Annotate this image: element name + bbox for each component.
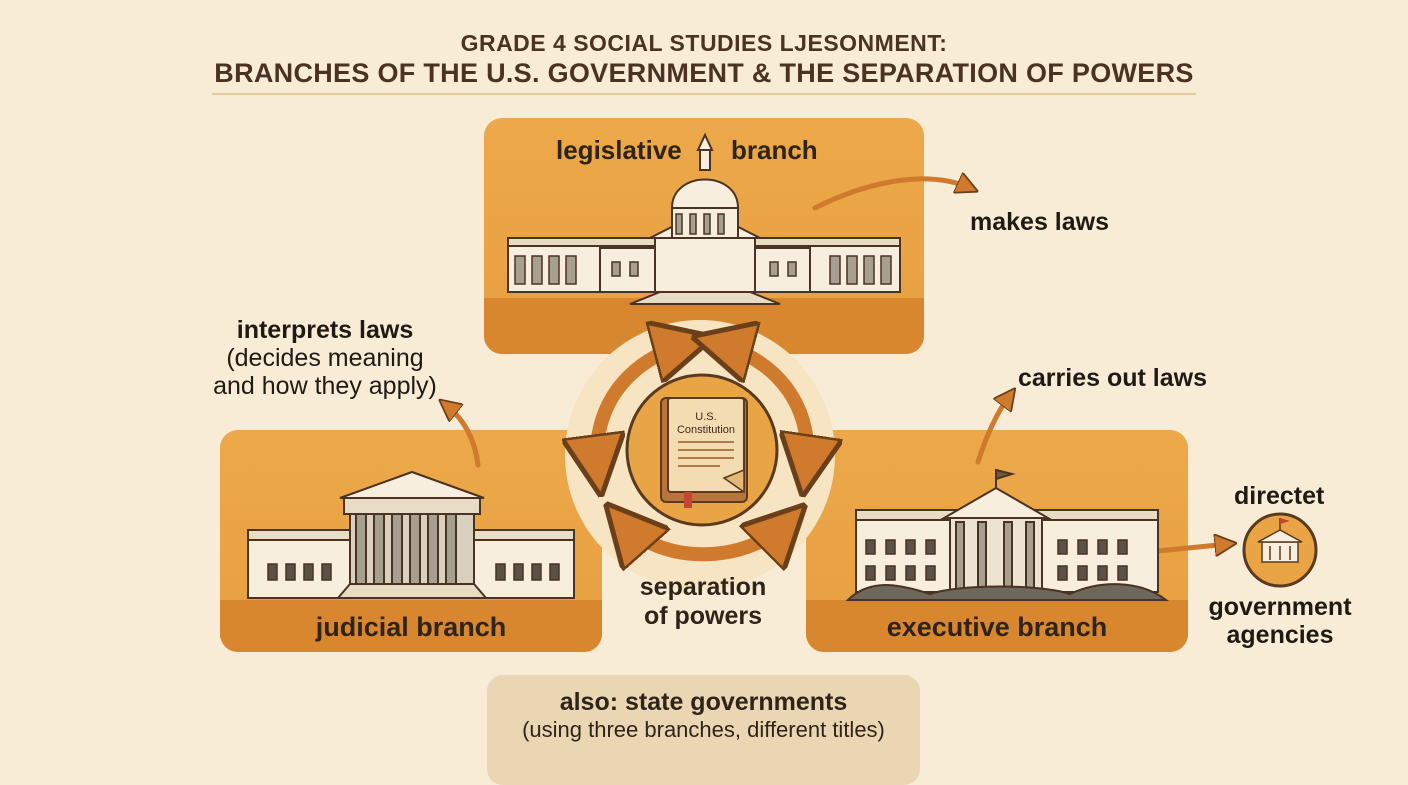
executive-role-arrow: [975, 395, 1010, 465]
directs-label: directet: [1234, 482, 1325, 510]
separation-caption-line-2: of powers: [644, 602, 762, 630]
executive-role: carries out laws: [1018, 364, 1207, 392]
constitution-book: [660, 397, 748, 508]
judicial-role: interprets laws (decides meaning and how…: [205, 316, 445, 400]
cycle-arrow-left: [597, 343, 690, 472]
judicial-panel-band: [220, 600, 602, 652]
agencies-line-2: agencies: [1226, 621, 1334, 649]
legislative-label-left: legislative: [556, 135, 682, 165]
agencies-line-1: government: [1208, 593, 1352, 621]
title-line-2: BRANCHES OF THE U.S. GOVERNMENT & THE SE…: [214, 58, 1194, 88]
judicial-role-line-2: (decides meaning: [226, 344, 424, 372]
supreme-court-building-icon: [247, 470, 575, 599]
cycle-arrow-bottom: [622, 522, 788, 554]
judicial-role-line-1: interprets laws: [236, 316, 414, 344]
state-governments-note: (using three branches, different titles): [522, 717, 885, 742]
agencies-icon: [1242, 512, 1318, 588]
title-divider: [212, 93, 1196, 95]
executive-label: executive branch: [886, 612, 1108, 642]
legislative-role-arrow: [812, 179, 970, 211]
legislative-label-right: branch: [731, 135, 818, 165]
white-house-building-icon: [845, 468, 1169, 601]
constitution-title-line-1: U.S.: [695, 411, 716, 423]
executive-panel-band: [806, 600, 1188, 652]
judicial-role-arrow: [446, 405, 481, 468]
judicial-role-line-3: and how they apply): [213, 372, 437, 400]
separation-caption-line-1: separation: [640, 573, 766, 601]
judicial-label: judicial branch: [315, 612, 507, 642]
agencies-label: government agencies: [1200, 593, 1360, 649]
cycle-arrows: [597, 343, 808, 554]
state-governments-title: also: state governments: [559, 688, 848, 716]
agencies-arrow: [1145, 544, 1228, 552]
diagram-drawings: U.S. Constitution separation of powers: [247, 132, 1318, 630]
title-line-1: GRADE 4 SOCIAL STUDIES LJESONMENT:: [460, 30, 948, 56]
cycle-arrow-right: [716, 343, 807, 472]
capitol-building-icon: [507, 132, 901, 305]
constitution-title-line-2: Constitution: [677, 424, 735, 436]
state-governments-box: [487, 675, 920, 785]
legislative-role: makes laws: [970, 208, 1109, 236]
